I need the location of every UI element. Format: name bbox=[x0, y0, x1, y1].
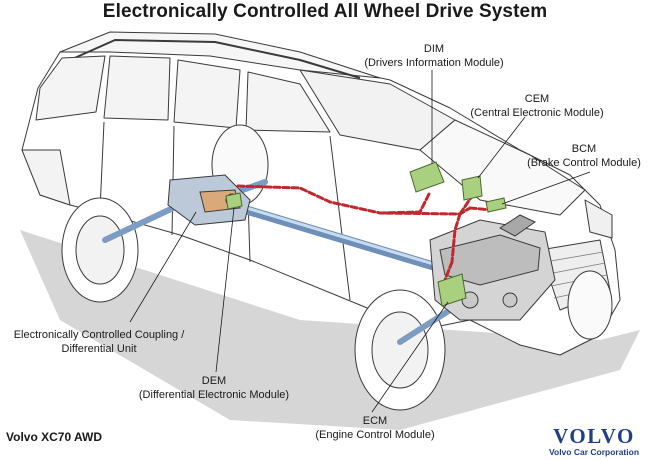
dem-module bbox=[225, 192, 243, 210]
bcm-module bbox=[485, 197, 507, 213]
label-ecm: ECM (Engine Control Module) bbox=[300, 414, 450, 442]
label-ecm-desc: (Engine Control Module) bbox=[315, 429, 435, 441]
cem-module bbox=[461, 175, 483, 201]
front-axle bbox=[397, 307, 453, 345]
label-coupling: Electronically Controlled Coupling / Dif… bbox=[0, 328, 198, 356]
headlight bbox=[584, 199, 613, 239]
ecm-leader bbox=[371, 301, 449, 413]
inner-wheel-front bbox=[567, 270, 613, 340]
rear-wheel-rim bbox=[75, 215, 125, 285]
hood bbox=[419, 119, 586, 216]
rear-bumper bbox=[21, 149, 71, 206]
label-bcm-desc: (Brake Control Module) bbox=[527, 157, 641, 169]
cem-leader bbox=[477, 116, 526, 179]
rear-window bbox=[35, 55, 106, 121]
label-bcm-name: BCM bbox=[571, 143, 597, 155]
dim-module bbox=[409, 161, 445, 193]
ground-shadow bbox=[20, 230, 640, 430]
label-dem-name: DEM bbox=[201, 375, 227, 387]
brand-corporation: Volvo Car Corporation bbox=[548, 447, 640, 457]
label-dim: DIM (Drivers Information Module) bbox=[344, 42, 524, 70]
label-dem: DEM (Differential Electronic Module) bbox=[124, 374, 304, 402]
label-bcm: BCM (Brake Control Module) bbox=[520, 142, 648, 170]
label-dim-name: DIM bbox=[423, 43, 445, 55]
label-ecm-name: ECM bbox=[362, 415, 388, 427]
modules bbox=[225, 161, 507, 307]
leader-lines bbox=[129, 70, 591, 413]
dem-leader bbox=[215, 207, 235, 373]
side-window-mid bbox=[173, 59, 241, 129]
coupling-leader bbox=[129, 211, 197, 323]
label-cem-name: CEM bbox=[524, 93, 550, 105]
side-window-front bbox=[245, 71, 331, 133]
front-wheel-rim bbox=[371, 311, 429, 389]
ecm-module bbox=[437, 273, 467, 307]
volvo-logo: VOLVO Volvo Car Corporation bbox=[540, 425, 648, 458]
driveshaft-highlight bbox=[238, 204, 442, 268]
label-cem: CEM (Central Electronic Module) bbox=[452, 92, 622, 120]
brand-wordmark: VOLVO bbox=[553, 424, 635, 448]
diagram-title: Electronically Controlled All Wheel Driv… bbox=[102, 1, 548, 22]
bcm-leader bbox=[501, 171, 591, 205]
label-coupling-line2: Differential Unit bbox=[61, 343, 137, 355]
model-caption: Volvo XC70 AWD bbox=[6, 430, 103, 444]
driveshaft bbox=[235, 203, 445, 273]
roof-rail bbox=[69, 39, 361, 79]
label-coupling-line1: Electronically Controlled Coupling / bbox=[13, 329, 185, 341]
car-roof bbox=[59, 31, 381, 79]
side-window-rear bbox=[103, 55, 171, 121]
label-cem-desc: (Central Electronic Module) bbox=[470, 107, 604, 119]
label-dem-desc: (Differential Electronic Module) bbox=[138, 389, 290, 401]
label-dim-desc: (Drivers Information Module) bbox=[364, 57, 504, 69]
